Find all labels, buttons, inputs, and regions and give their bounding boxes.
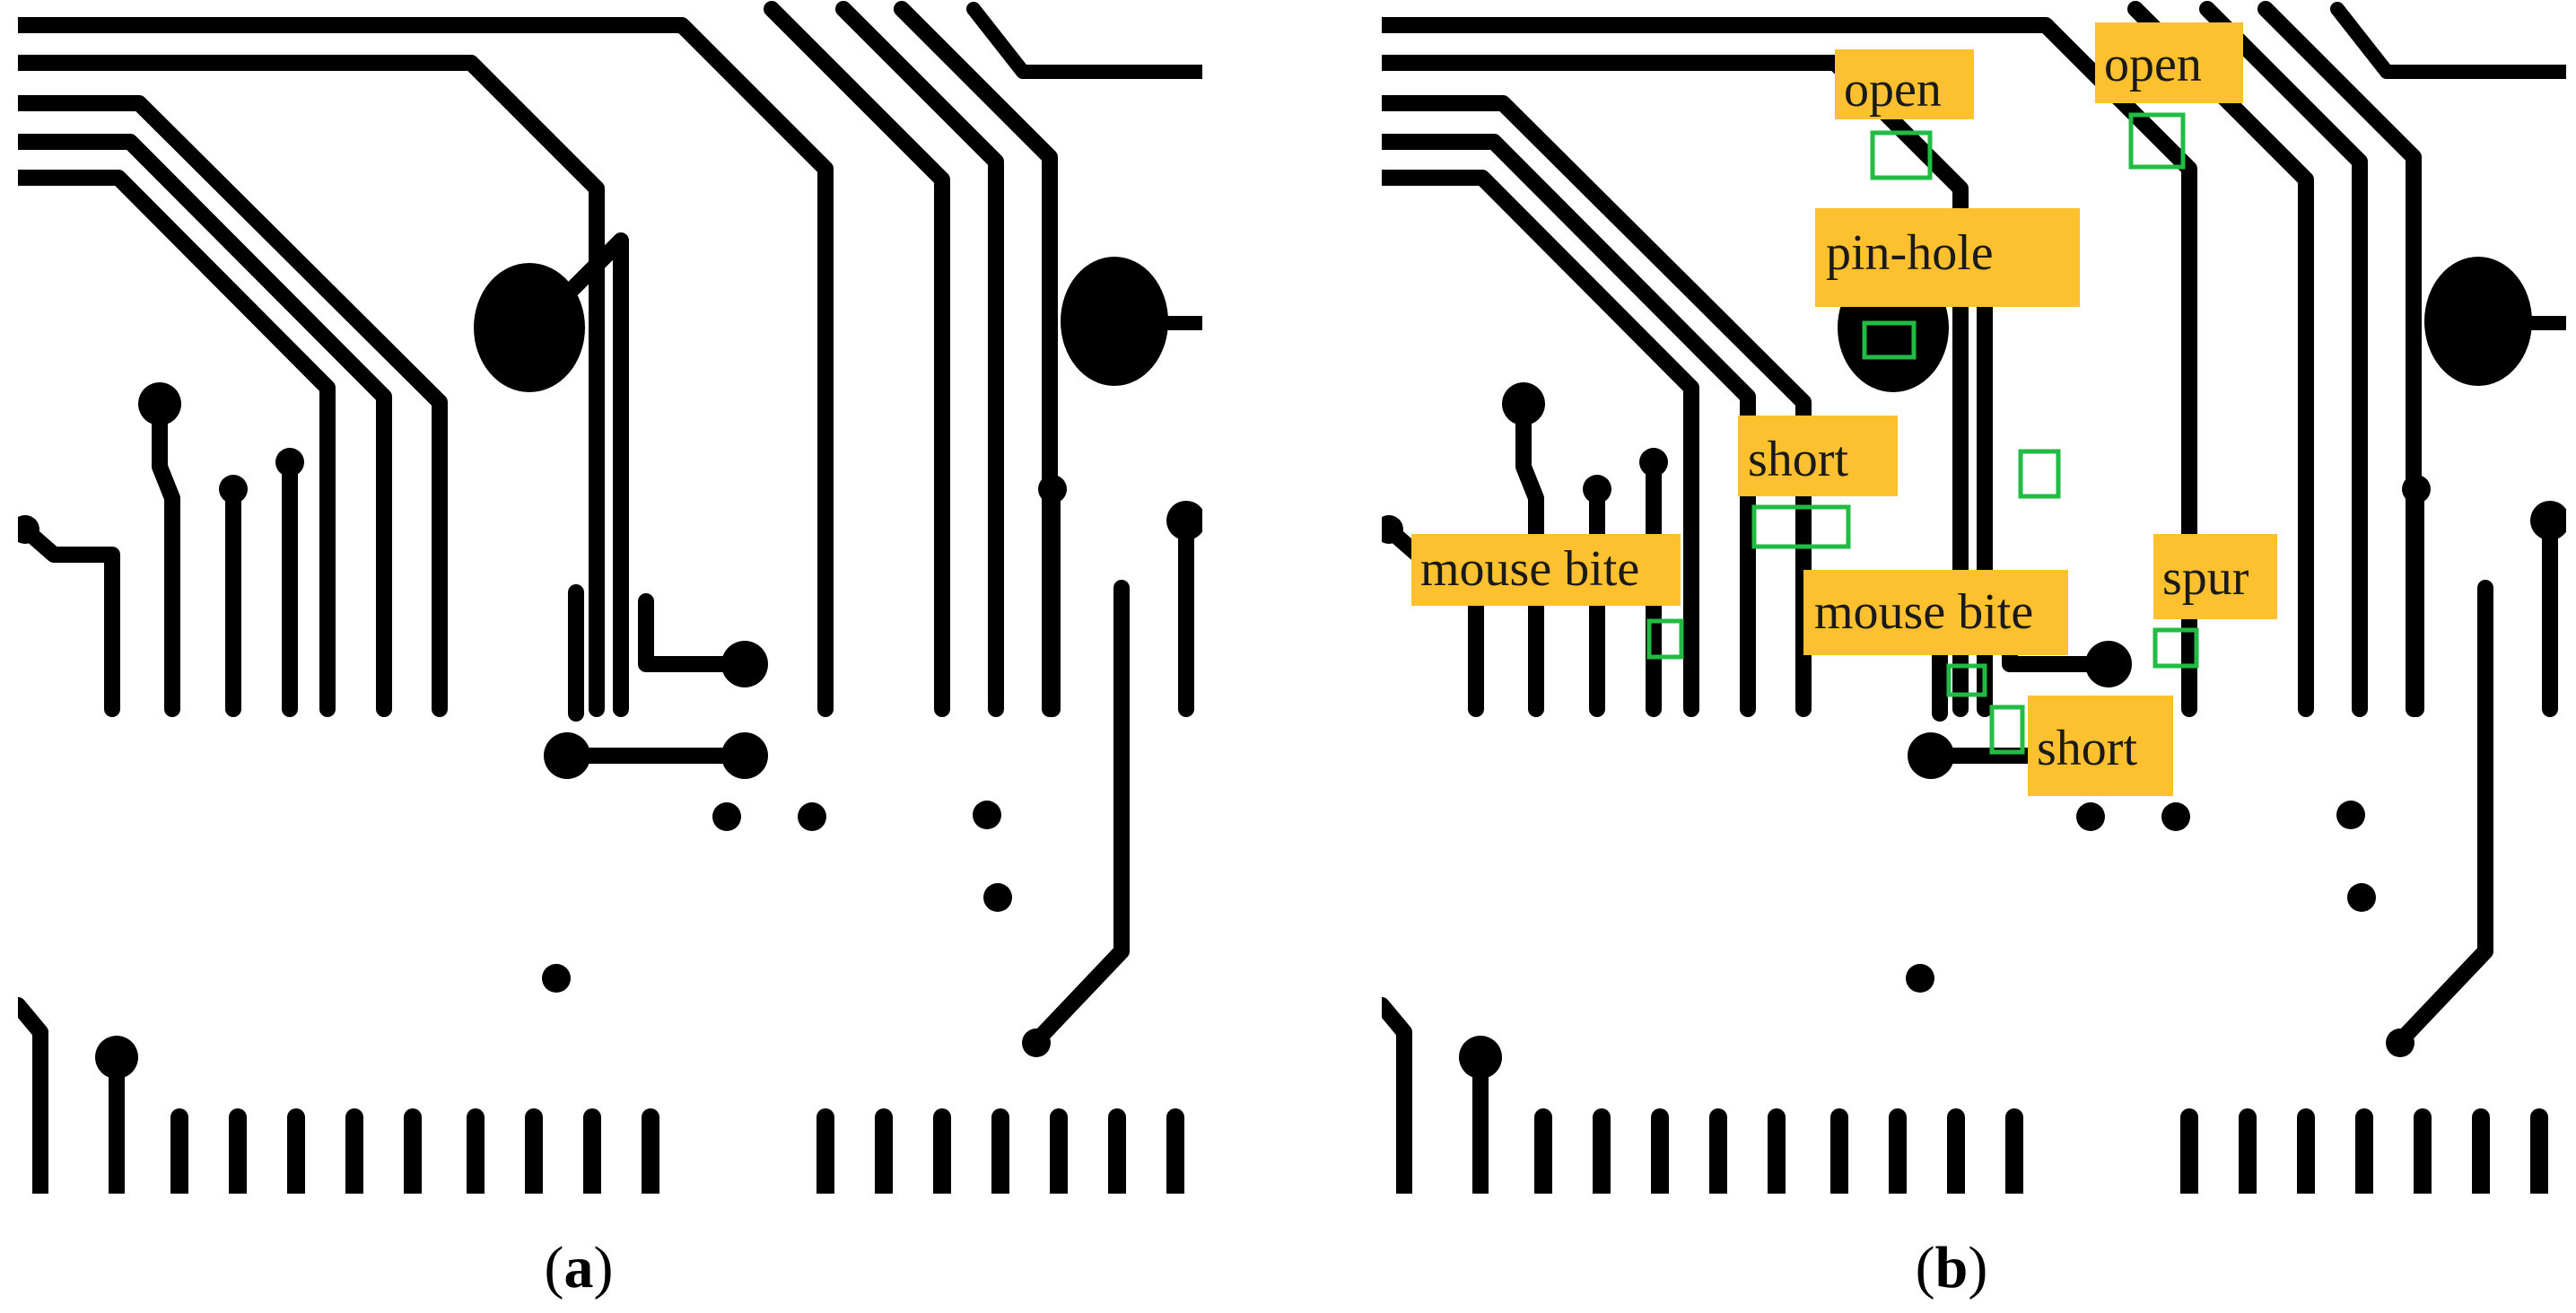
defect-bounding-box xyxy=(1751,504,1851,549)
defect-label-background xyxy=(2095,22,2243,103)
trace xyxy=(835,1,1004,717)
trace xyxy=(966,2,1202,79)
trace xyxy=(2199,1,2368,717)
pad xyxy=(544,732,590,779)
defect-label: mouse bite xyxy=(1420,541,1639,597)
pad xyxy=(2076,802,2105,831)
defect-label-background xyxy=(1411,534,1681,606)
trace xyxy=(2257,1,2422,717)
pad xyxy=(1022,1029,1051,1057)
trace xyxy=(894,1,1058,717)
defect-label: spur xyxy=(2162,550,2249,606)
defect-pin-hole: pin-hole xyxy=(1815,208,2080,360)
panel-a-pcb-image xyxy=(18,1,1202,1194)
trace xyxy=(1382,134,1756,717)
defect-open: open xyxy=(1835,49,1974,180)
defect-mouse-bite: mouse bite xyxy=(1803,570,2068,697)
large-pad xyxy=(1061,257,1168,386)
caption-b: (b) xyxy=(1915,1235,1988,1300)
trace xyxy=(764,1,950,717)
trace xyxy=(1382,55,1969,717)
pad xyxy=(2161,802,2190,831)
trace xyxy=(18,17,834,717)
defect-label-background xyxy=(1835,49,1974,119)
trace xyxy=(152,396,180,717)
trace xyxy=(1382,170,1699,717)
panel-b-pcb-image: open open pin-hole short mouse bite mouse bit… xyxy=(1382,1,2566,1194)
pad xyxy=(1906,964,1934,993)
pad xyxy=(542,964,571,993)
trace xyxy=(18,55,605,717)
trace xyxy=(1382,95,1812,717)
defect-spur: spur xyxy=(2152,534,2277,669)
pad xyxy=(1908,732,1954,779)
trace xyxy=(18,997,48,1194)
pad xyxy=(2386,1029,2414,1057)
defect-label: short xyxy=(2037,721,2137,776)
defect-bounding-box xyxy=(1989,705,2025,755)
pad xyxy=(798,802,826,831)
defect-label-background xyxy=(2028,696,2173,796)
pad xyxy=(721,732,768,779)
defect-unlabeled xyxy=(2018,449,2061,499)
defect-short: short xyxy=(1738,416,1898,549)
pad xyxy=(721,641,768,687)
trace xyxy=(1382,997,1412,1194)
trace xyxy=(18,170,336,717)
defect-bounding-box xyxy=(2018,449,2061,499)
defect-bounding-box xyxy=(2128,112,2186,170)
defect-annotations: open open pin-hole short mouse bite mouse bit… xyxy=(1411,22,2277,796)
trace xyxy=(18,134,392,717)
defect-label: open xyxy=(1844,62,1942,118)
defect-bounding-box xyxy=(1862,320,1917,360)
trace xyxy=(1028,580,1130,1049)
defect-label: mouse bite xyxy=(1814,584,2033,640)
pad xyxy=(983,883,1012,912)
caption-letter-a: a xyxy=(563,1235,594,1300)
defect-label: short xyxy=(1748,432,1848,487)
defect-mouse-bite: mouse bite xyxy=(1411,534,1684,660)
pad xyxy=(712,802,741,831)
trace xyxy=(18,521,120,717)
pad xyxy=(973,801,1001,829)
defect-short: short xyxy=(1989,696,2173,796)
pad xyxy=(2347,883,2376,912)
defect-label-background xyxy=(1738,416,1898,496)
defect-label-background xyxy=(2153,534,2277,619)
defect-label: open xyxy=(2104,37,2202,92)
pad-stub xyxy=(2514,316,2566,330)
pad-stub xyxy=(1150,316,1202,330)
trace xyxy=(521,232,629,717)
defect-bounding-box xyxy=(1646,618,1684,660)
pcb-traces xyxy=(18,1,1202,1194)
trace xyxy=(2392,580,2493,1049)
large-pad xyxy=(2424,257,2532,386)
defect-bounding-box xyxy=(1870,130,1933,180)
caption-letter-b: b xyxy=(1934,1235,1969,1300)
pad xyxy=(2085,641,2132,687)
defect-open: open xyxy=(2095,22,2243,170)
trace xyxy=(18,95,448,717)
caption-a: (a) xyxy=(544,1235,614,1300)
trace xyxy=(2330,2,2566,79)
defect-label-background xyxy=(1815,208,2080,307)
pad xyxy=(2336,801,2365,829)
defect-bounding-box xyxy=(1946,663,1987,697)
defect-label: pin-hole xyxy=(1826,225,1994,281)
defect-label-background xyxy=(1803,570,2068,655)
trace xyxy=(638,593,753,672)
defect-bounding-box xyxy=(2152,627,2199,669)
